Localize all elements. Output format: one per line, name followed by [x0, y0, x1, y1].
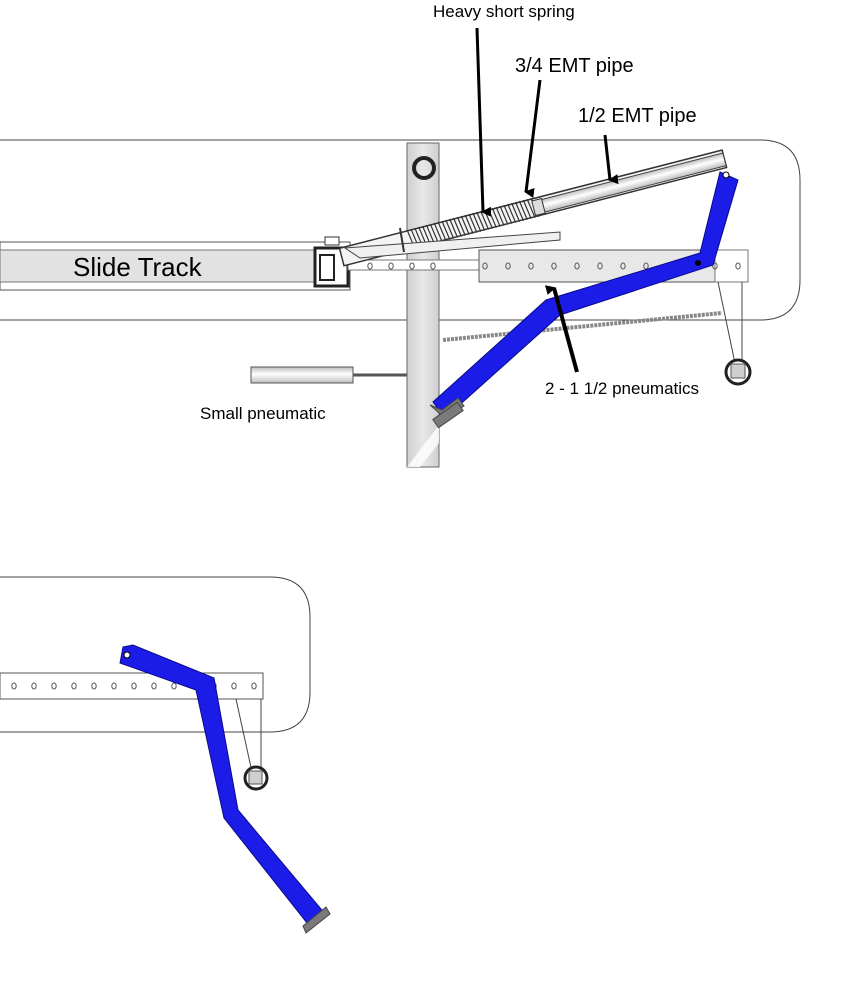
rail-hole — [574, 262, 580, 270]
rail-hole — [597, 262, 603, 270]
spring-coil — [495, 206, 505, 226]
slide-track-block-inner — [319, 254, 335, 281]
bottom-arm-foot-pad — [302, 906, 331, 934]
top-perforated-rail — [347, 249, 749, 283]
rail-hole — [482, 262, 488, 270]
pneumatics-arrow — [544, 285, 579, 373]
spring-arrow — [475, 27, 492, 217]
rail-hole — [367, 262, 373, 270]
top-blue-arm — [429, 171, 739, 429]
vertical-post-chamfer — [407, 425, 439, 467]
rail-hole — [71, 682, 77, 690]
rail-hole — [151, 682, 157, 690]
rail-hole — [91, 682, 97, 690]
spring-coil — [518, 200, 528, 220]
vertical-post — [406, 142, 440, 468]
spring-coil — [453, 217, 462, 237]
bottom-blue-arm — [119, 644, 331, 934]
post-hole — [412, 156, 436, 180]
pipe-bracket — [343, 231, 561, 259]
rail-hole — [735, 262, 741, 270]
spring-coil — [472, 212, 482, 232]
bracket-bolt — [399, 227, 405, 253]
rail-hole — [231, 682, 237, 690]
spring-coil — [476, 211, 486, 231]
bottom-perforated-rail — [0, 672, 264, 700]
top-arm-pivot-top — [722, 171, 730, 179]
spring-coil — [464, 214, 474, 234]
spring-coil — [433, 222, 443, 242]
small-pneumatic-cylinder — [250, 366, 354, 384]
right-link-a — [717, 281, 737, 369]
spring-coil — [441, 220, 451, 240]
rail-hole — [171, 682, 177, 690]
spring-coils — [406, 197, 540, 249]
rail-hole — [131, 682, 137, 690]
rail-hole — [11, 682, 17, 690]
rail-hole — [430, 262, 436, 270]
pneumatics-label: 2 - 1 1/2 pneumatics — [545, 379, 699, 398]
spring-coil — [429, 223, 439, 243]
emt-pipe-assembly — [338, 149, 728, 267]
rail-hole — [51, 682, 57, 690]
top-frame-outline — [0, 139, 801, 321]
top-arm-pivot-mid — [695, 260, 701, 266]
top-assembly: Slide Track — [0, 2, 801, 468]
rail-hole — [505, 262, 511, 270]
rail-hole — [409, 262, 415, 270]
spring-coil — [507, 203, 517, 223]
spring-coil — [511, 202, 521, 222]
spring-coil — [456, 216, 466, 236]
spring-coil — [491, 207, 501, 227]
spring-coil — [522, 199, 532, 219]
rail-hole — [528, 262, 534, 270]
spring-coil — [425, 224, 435, 244]
bottom-assembly — [0, 576, 331, 934]
spring-coil — [449, 218, 459, 238]
spring-coil — [503, 204, 513, 224]
slide-track-label: Slide Track — [73, 252, 203, 282]
bottom-link-a — [235, 698, 253, 773]
threaded-rod — [442, 311, 723, 342]
pipe-coupler — [531, 197, 546, 217]
spring-coil — [499, 205, 509, 225]
small-pneumatic-label: Small pneumatic — [200, 404, 326, 423]
rail-hole — [388, 262, 394, 270]
bottom-arm-pivot — [123, 651, 131, 659]
spring-coil — [526, 198, 536, 218]
spring-label: Heavy short spring — [433, 2, 575, 21]
emt-three-quarter-arrow — [524, 79, 542, 198]
rail-hole — [31, 682, 37, 690]
rail-hole — [111, 682, 117, 690]
emt-half-label: 1/2 EMT pipe — [578, 105, 697, 127]
rail-hole — [551, 262, 557, 270]
rail-hole — [620, 262, 626, 270]
emt-three-quarter-label: 3/4 EMT pipe — [515, 55, 634, 77]
bottom-frame-outline — [0, 576, 311, 733]
rail-hole — [712, 262, 718, 270]
emt-half-arrow — [603, 134, 619, 185]
spring-coil — [445, 219, 455, 239]
emt-inner-pipe — [539, 152, 727, 214]
rail-hole — [251, 682, 257, 690]
spring-coil — [468, 213, 478, 233]
spring-coil — [514, 201, 524, 221]
spring-coil — [437, 221, 447, 241]
spring-coil — [460, 215, 470, 235]
pipe-clamp — [324, 236, 340, 246]
